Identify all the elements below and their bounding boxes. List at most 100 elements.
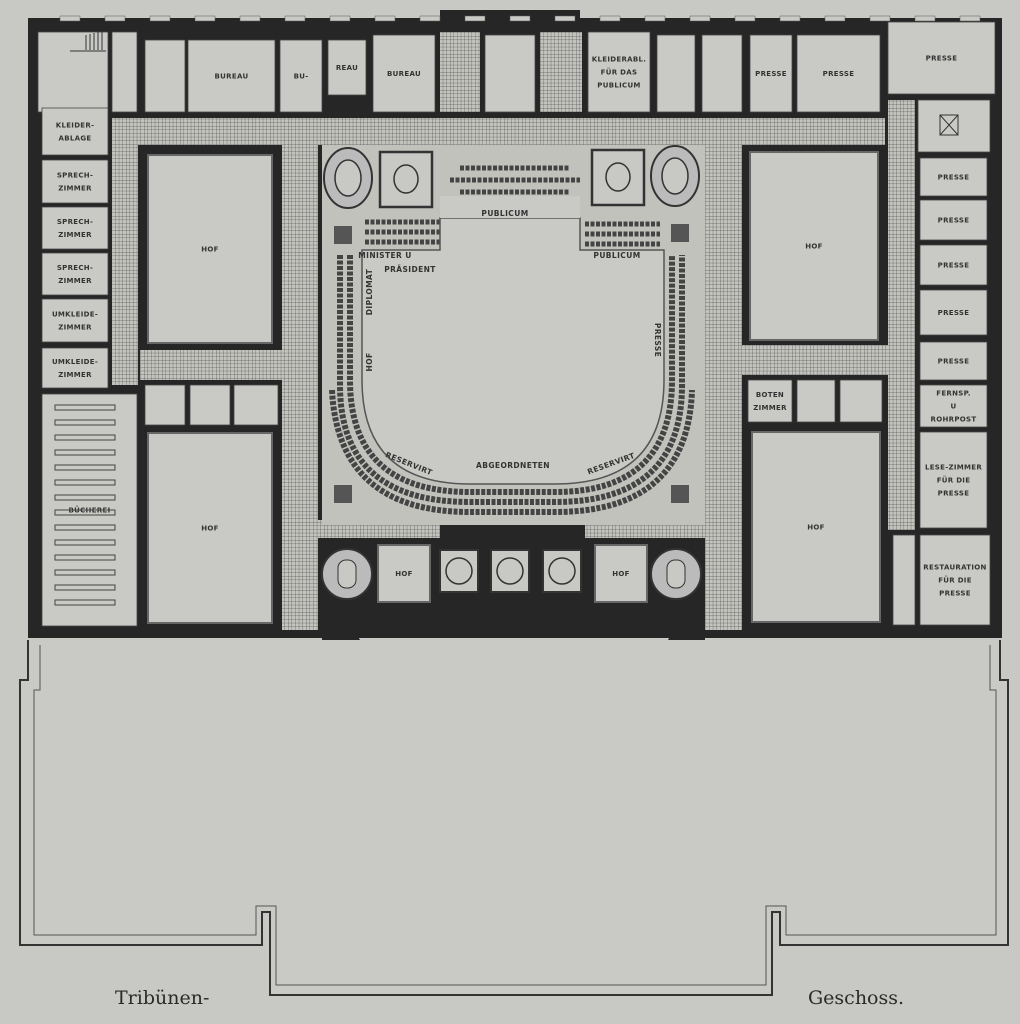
seat-row — [329, 389, 695, 515]
window — [509, 15, 531, 22]
room-label: HOF — [395, 570, 413, 578]
room-presse-right-3: PRESSE — [919, 244, 988, 286]
courtyard-left-top: HOF — [147, 154, 273, 344]
window — [779, 15, 801, 22]
room-bureau-2a: BU- — [279, 39, 323, 113]
bookshelf — [54, 419, 116, 426]
stair-room — [144, 384, 186, 426]
stair-room — [917, 99, 991, 153]
room — [892, 534, 916, 626]
bookshelf — [54, 584, 116, 591]
room-presse-top-2: PRESSE — [796, 34, 881, 113]
corridor — [540, 32, 582, 112]
room-sprechzimmer-2: SPRECH-ZIMMER — [41, 206, 109, 250]
window — [464, 15, 486, 22]
bookshelf — [54, 434, 116, 441]
room-bureau-2b: REAU — [327, 39, 367, 96]
bookshelf — [54, 464, 116, 471]
room-presse-top-1: PRESSE — [749, 34, 793, 113]
window — [149, 15, 171, 22]
window — [554, 15, 576, 22]
bookshelf — [54, 479, 116, 486]
small-room — [111, 31, 138, 113]
stair-icons — [70, 31, 959, 136]
room-label: KLEIDER-ABLAGE — [56, 122, 95, 143]
bookshelf — [54, 524, 116, 531]
seat-row — [337, 255, 685, 505]
window — [734, 15, 756, 22]
corridor — [282, 118, 318, 630]
caption-right: Geschoss. — [808, 987, 904, 1009]
bookshelf — [54, 569, 116, 576]
room-label: HOF — [201, 246, 219, 254]
room-kleiderablage: KLEIDER-ABLAGE — [41, 107, 109, 156]
label-praesident: PRÄSIDENT — [384, 265, 436, 274]
courtyard-front-left: HOF — [377, 544, 431, 603]
room-label: PRESSE — [938, 358, 970, 366]
label-publicum-top: PUBLICUM — [481, 209, 528, 218]
courtyard-left-bottom: HOF — [147, 432, 273, 624]
room-label: REAU — [336, 64, 358, 72]
corridor — [705, 118, 742, 630]
caption-left: Tribünen- — [115, 987, 209, 1009]
room-label: HOF — [201, 525, 219, 533]
room-umkleidezimmer-2: UMKLEIDE-ZIMMER — [41, 347, 109, 389]
window — [419, 15, 441, 22]
bookshelf — [54, 599, 116, 606]
room-label: PRESSE — [938, 262, 970, 270]
window — [644, 15, 666, 22]
room-label: UMKLEIDE-ZIMMER — [52, 311, 98, 332]
toilet-room — [701, 34, 743, 113]
room-sprechzimmer-3: SPRECH-ZIMMER — [41, 252, 109, 296]
forecourt-inner-outline — [33, 645, 997, 986]
room-label: PRESSE — [938, 217, 970, 225]
room — [144, 39, 186, 113]
room-presse-right-2: PRESSE — [919, 199, 988, 241]
room-presse-right-5: PRESSE — [919, 341, 988, 381]
label-abgeordneten: ABGEORDNETEN — [476, 461, 550, 470]
courtyard-right-top: HOF — [749, 151, 879, 341]
room-label: PRESSE — [926, 55, 958, 63]
room-label: BUREAU — [387, 70, 421, 78]
toilet-room — [656, 34, 696, 113]
window — [959, 15, 981, 22]
corridor — [440, 32, 480, 112]
stair-room — [839, 379, 883, 423]
room-presse-top-3: PRESSE — [887, 21, 996, 95]
corridor — [742, 345, 888, 375]
window — [104, 15, 126, 22]
courtyard-right-bottom: HOF — [751, 431, 881, 623]
room-presse-right-4: PRESSE — [919, 289, 988, 336]
room-label: HOF — [807, 524, 825, 532]
room — [796, 379, 836, 423]
label-publicum-right: PUBLICUM — [593, 251, 640, 260]
window — [329, 15, 351, 22]
courtyard-front-right: HOF — [594, 544, 648, 603]
room — [233, 384, 279, 426]
corridor — [112, 118, 885, 145]
window — [239, 15, 261, 22]
room-bureau-3: BUREAU — [372, 34, 436, 113]
plenary-chamber: PUBLICUM PUBLICUM MINISTER U PRÄSIDENT D… — [322, 145, 705, 525]
window — [824, 15, 846, 22]
room-label: HOF — [612, 570, 630, 578]
room — [189, 384, 231, 426]
window — [59, 15, 81, 22]
label-diplomat: DIPLOMAT — [365, 268, 374, 315]
window — [599, 15, 621, 22]
corridors — [112, 32, 915, 630]
window — [284, 15, 306, 22]
chamber-floor — [361, 217, 665, 485]
room-label: BUREAU — [215, 73, 249, 81]
bookshelf — [54, 539, 116, 546]
corridor — [140, 350, 282, 380]
